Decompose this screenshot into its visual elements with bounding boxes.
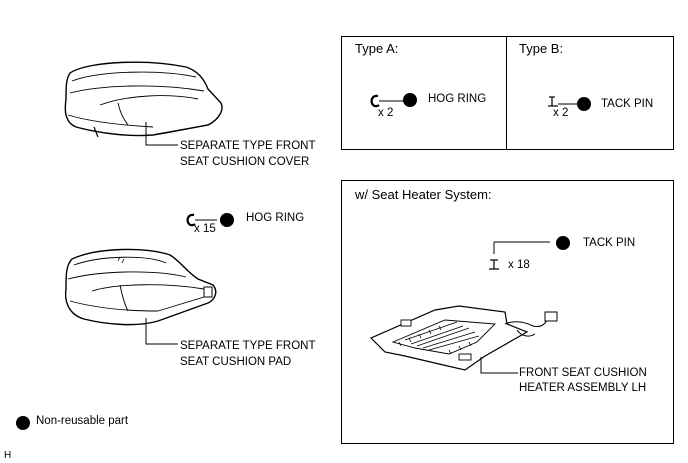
type-a-non-reusable-dot [403,93,417,107]
corner-mark: H [4,450,12,461]
type-a-title: Type A: [355,41,399,56]
type-a-label: HOG RING [428,93,487,105]
heater-assembly-leader-line [480,357,518,374]
legend-label: Non-reusable part [36,415,129,427]
seat-cushion-pad-illustration [64,248,217,326]
seat-heater-box [341,180,674,444]
type-divider [506,36,508,150]
seat-heater-assembly-illustration [369,305,558,371]
heater-assembly-label-line1: FRONT SEAT CUSHION [519,367,647,379]
seat-cushion-cover-illustration [64,61,223,138]
heater-tack-label: TACK PIN [583,237,636,249]
type-options-box [341,36,674,150]
pad-label-line2: SEAT CUSHION PAD [180,356,292,368]
type-b-title: Type B: [519,41,564,56]
heater-tack-pin-icon [489,241,550,270]
type-b-qty: x 2 [553,107,569,119]
non-reusable-dot [220,213,234,227]
cover-leader-line [145,122,178,146]
hog-ring-icon [186,213,217,227]
type-b-label: TACK PIN [601,98,654,110]
cover-label-line1: SEPARATE TYPE FRONT [180,140,316,152]
heater-tack-qty: x 18 [508,259,530,271]
hog-ring-label: HOG RING [246,212,305,224]
type-a-qty: x 2 [378,107,394,119]
heater-assembly-label-line2: HEATER ASSEMBLY LH [519,382,647,394]
pad-leader-line [145,318,178,345]
type-b-non-reusable-dot [577,97,591,111]
heater-non-reusable-dot [556,236,570,250]
cover-label-line2: SEAT CUSHION COVER [180,156,310,168]
type-b-tack-pin-icon [548,96,578,107]
legend-non-reusable-dot [16,416,30,430]
pad-label-line1: SEPARATE TYPE FRONT [180,340,316,352]
hog-ring-qty: x 15 [194,223,216,235]
type-a-hog-ring-icon [370,94,404,108]
seat-heater-title: w/ Seat Heater System: [355,187,492,202]
